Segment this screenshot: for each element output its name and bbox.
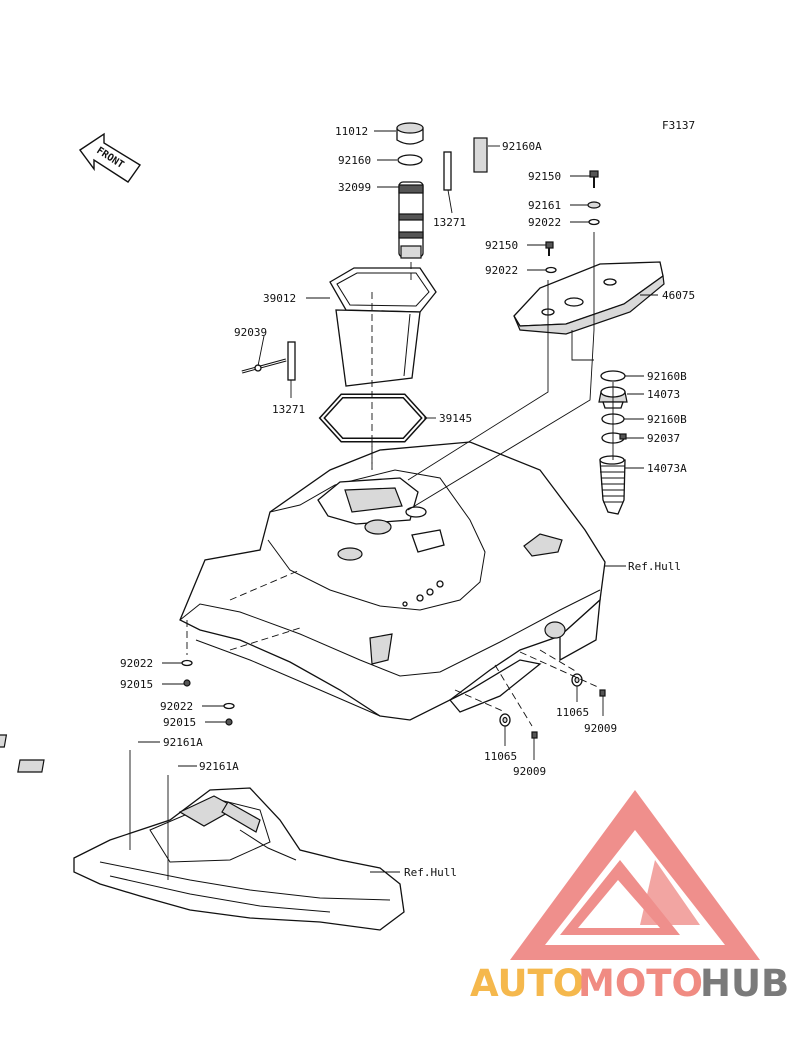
leader-lines (138, 130, 658, 873)
nut-92015-a (183, 679, 191, 687)
ring-92160b-a (600, 370, 626, 382)
hull-deck (179, 441, 606, 721)
pin-92039 (241, 358, 287, 374)
part-labels: 11012 92160A 92160 32099 13271 92150 921… (120, 125, 695, 879)
connector-14073 (598, 386, 628, 409)
label-92022-b: 92022 (485, 264, 518, 277)
storage-bin-39012 (329, 267, 437, 387)
label-92022-a: 92022 (528, 216, 561, 229)
label-32099: 32099 (338, 181, 371, 194)
washer-92161 (587, 201, 601, 209)
wordmark-auto: AUTO (470, 962, 584, 1005)
label-46075: 46075 (662, 289, 695, 302)
automotohub-wordmark: AUTO MOTO HUB (470, 962, 789, 1005)
label-11065-a: 11065 (556, 706, 589, 719)
label-92039: 92039 (234, 326, 267, 339)
gasket-39145 (318, 393, 428, 443)
screw-92009-a (599, 689, 606, 697)
label-11065-b: 11065 (484, 750, 517, 763)
label-13271-top: 13271 (433, 216, 466, 229)
wordmark-moto: MOTO (578, 962, 703, 1005)
pipe-32099 (398, 181, 424, 259)
cap-11012 (396, 122, 424, 145)
label-92160a: 92160A (502, 140, 542, 153)
clamp-92037 (601, 432, 627, 444)
washer-92022-a (588, 218, 600, 226)
label-14073: 14073 (647, 388, 680, 401)
label-92150-b: 92150 (485, 239, 518, 252)
label-11012: 11012 (335, 125, 368, 138)
seal-92160a (473, 137, 488, 173)
label-92009-a: 92009 (584, 722, 617, 735)
label-92161a-a: 92161A (163, 736, 203, 749)
bracket-13271-bottom (287, 341, 296, 381)
front-arrow-icon: FRONT (79, 132, 142, 183)
hose-14073a (599, 455, 626, 515)
label-92161a-b: 92161A (199, 760, 239, 773)
label-92160b-b: 92160B (647, 413, 687, 426)
washer-92022-b (545, 266, 557, 274)
figure-code: F3137 (662, 119, 695, 132)
hull-rear-view (73, 787, 405, 931)
label-39012: 39012 (263, 292, 296, 305)
gasket-92160 (397, 154, 423, 166)
pad-92161a-a (0, 734, 8, 748)
label-ref-hull-a: Ref.Hull (628, 560, 681, 573)
assembly-lines (129, 232, 614, 880)
bracket-13271-top (443, 151, 452, 191)
label-92160: 92160 (338, 154, 371, 167)
wordmark-hub: HUB (700, 962, 789, 1005)
label-39145: 39145 (439, 412, 472, 425)
label-92160b-a: 92160B (647, 370, 687, 383)
washer-92022-c (181, 659, 193, 667)
label-92015-a: 92015 (120, 678, 153, 691)
grommet-11065-b (499, 713, 511, 727)
cover-46075 (513, 261, 665, 335)
washer-92022-d (223, 702, 235, 710)
pad-92161a-b (17, 759, 45, 773)
label-92009-b: 92009 (513, 765, 546, 778)
label-92037: 92037 (647, 432, 680, 445)
screw-92009-b (531, 731, 538, 739)
label-ref-hull-b: Ref.Hull (404, 866, 457, 879)
label-92150-a: 92150 (528, 170, 561, 183)
automotohub-logo-mark (510, 790, 760, 960)
nut-92015-b (225, 718, 233, 726)
label-92022-c: 92022 (120, 657, 153, 670)
label-92022-d: 92022 (160, 700, 193, 713)
label-14073a: 14073A (647, 462, 687, 475)
label-13271-bottom: 13271 (272, 403, 305, 416)
bolt-92150-b (545, 241, 554, 256)
bolt-92150-a (589, 170, 599, 188)
label-92161: 92161 (528, 199, 561, 212)
label-92015-b: 92015 (163, 716, 196, 729)
